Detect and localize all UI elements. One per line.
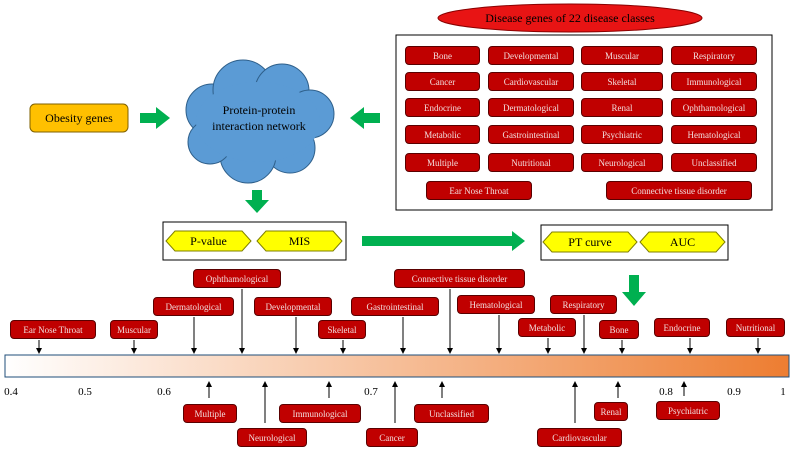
disease-class-hematological: Hematological <box>671 125 757 144</box>
obesity-genes-box <box>29 103 129 133</box>
auc-label: AUC <box>669 235 696 249</box>
scale-label-renal: Renal <box>594 402 628 421</box>
scale-label-developmental: Developmental <box>254 297 332 316</box>
scale-label-hematological: Hematological <box>457 295 535 314</box>
scale-label-metabolic: Metabolic <box>518 318 576 337</box>
pvalue-label: P-value <box>190 234 227 248</box>
scale-tick-label: 0.8 <box>659 386 673 398</box>
disease-class-bone: Bone <box>405 46 480 65</box>
scale-label-psychiatric: Psychiatric <box>656 401 720 420</box>
disease-class-psychiatric: Psychiatric <box>581 125 663 144</box>
ppi-label: Protein-protein interaction network <box>212 103 306 133</box>
scale-tick-label: 0.7 <box>364 386 378 398</box>
disease-class-gastrointestinal: Gastrointestinal <box>488 125 574 144</box>
disease-class-metabolic: Metabolic <box>405 125 480 144</box>
disease-class-developmental: Developmental <box>488 46 574 65</box>
score-scale-bar <box>4 354 790 378</box>
mis-hexagon <box>256 230 343 252</box>
pt-curve-hexagon <box>542 231 638 253</box>
disease-class-muscular: Muscular <box>581 46 663 65</box>
mis-label: MIS <box>288 234 311 248</box>
disease-class-connective-tissue: Connective tissue disorder <box>606 181 752 200</box>
scale-label-unclassified: Unclassified <box>414 404 489 423</box>
ppi-cloud <box>185 59 335 184</box>
scale-label-cancer: Cancer <box>366 428 418 447</box>
title-ellipse <box>437 3 703 33</box>
arrow-ppi-down <box>245 190 269 213</box>
arrow-diseases-to-ppi <box>350 107 380 129</box>
scale-label-immunological: Immunological <box>279 404 361 423</box>
scale-tick-label: 0.9 <box>727 386 741 398</box>
disease-class-nutritional: Nutritional <box>488 153 574 172</box>
arrow-to-scale <box>622 275 646 306</box>
diagram-title: Disease genes of 22 disease classes <box>485 11 655 25</box>
scale-label-connective-tissue: Connective tissue disorder <box>394 269 525 288</box>
scale-tick-label: 1 <box>780 386 786 398</box>
scale-label-multiple: Multiple <box>183 404 237 423</box>
scale-label-nutritional: Nutritional <box>726 318 785 337</box>
scale-label-respiratory: Respiratory <box>550 295 617 314</box>
disease-class-respiratory: Respiratory <box>671 46 757 65</box>
scale-label-muscular: Muscular <box>110 320 158 339</box>
scale-label-bone: Bone <box>599 320 639 339</box>
arrow-to-pt-curve <box>362 231 525 251</box>
auc-hexagon <box>639 231 726 253</box>
scale-label-neurological: Neurological <box>237 428 307 447</box>
scale-tick-label: 0.4 <box>4 386 18 398</box>
scale-label-ear-nose-throat: Ear Nose Throat <box>10 320 96 339</box>
disease-class-cardiovascular: Cardiovascular <box>488 72 574 91</box>
disease-class-immunological: Immunological <box>671 72 757 91</box>
disease-class-endocrine: Endocrine <box>405 98 480 117</box>
pvalue-hexagon <box>165 230 252 252</box>
scale-label-cardiovascular: Cardiovascular <box>537 428 622 447</box>
disease-class-ophthamological: Ophthamological <box>671 98 757 117</box>
obesity-genes-label: Obesity genes <box>45 111 113 125</box>
disease-class-dermatological: Dermatological <box>488 98 574 117</box>
scale-tick-label: 0.5 <box>78 386 92 398</box>
scale-label-endocrine: Endocrine <box>654 318 710 337</box>
scale-label-dermatological: Dermatological <box>153 297 234 316</box>
disease-class-ear-nose-throat: Ear Nose Throat <box>426 181 532 200</box>
disease-class-skeletal: Skeletal <box>581 72 663 91</box>
scale-label-gastrointestinal: Gastrointestinal <box>351 297 439 316</box>
disease-class-renal: Renal <box>581 98 663 117</box>
scale-label-skeletal: Skeletal <box>318 320 366 339</box>
disease-class-neurological: Neurological <box>581 153 663 172</box>
scale-tick-label: 0.6 <box>157 386 171 398</box>
disease-class-cancer: Cancer <box>405 72 480 91</box>
disease-class-unclassified: Unclassified <box>671 153 757 172</box>
disease-class-multiple: Multiple <box>405 153 480 172</box>
arrow-obesity-to-ppi <box>140 107 170 129</box>
scale-label-ophthamological: Ophthamological <box>193 269 281 288</box>
pt-curve-label: PT curve <box>568 235 612 249</box>
